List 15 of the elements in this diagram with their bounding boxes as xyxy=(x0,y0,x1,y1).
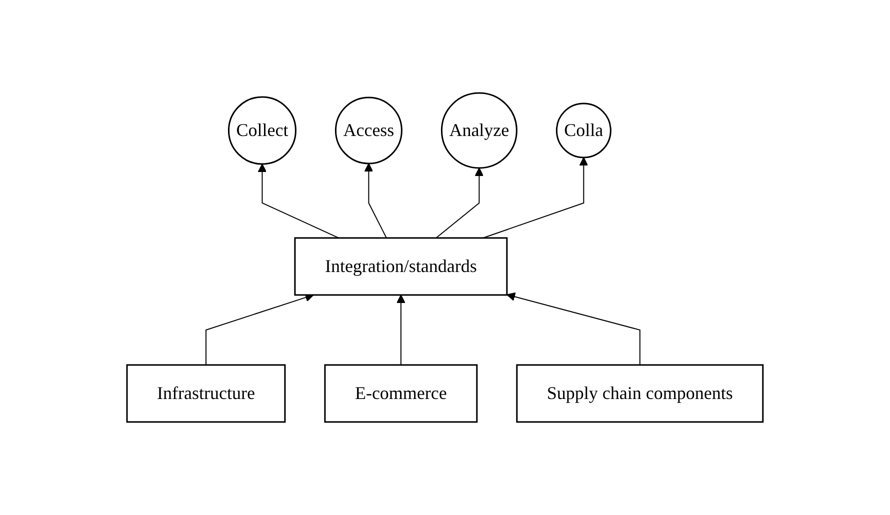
node-circle: Colla xyxy=(556,102,612,158)
node-circle: Collect xyxy=(228,96,296,165)
arrow xyxy=(482,157,588,238)
node-circle: Access xyxy=(335,96,402,164)
arrow xyxy=(396,294,406,366)
arrow xyxy=(506,292,640,366)
arrow xyxy=(436,168,484,238)
node-box: Infrastructure xyxy=(126,364,286,423)
node-box: Integration/standards xyxy=(294,237,508,296)
arrow xyxy=(206,293,314,366)
node-box: Supply chain components xyxy=(516,364,764,423)
node-circle: Analyze xyxy=(441,92,518,169)
arrow xyxy=(258,164,340,238)
arrow xyxy=(364,163,388,238)
node-box: E-commerce xyxy=(324,364,478,423)
